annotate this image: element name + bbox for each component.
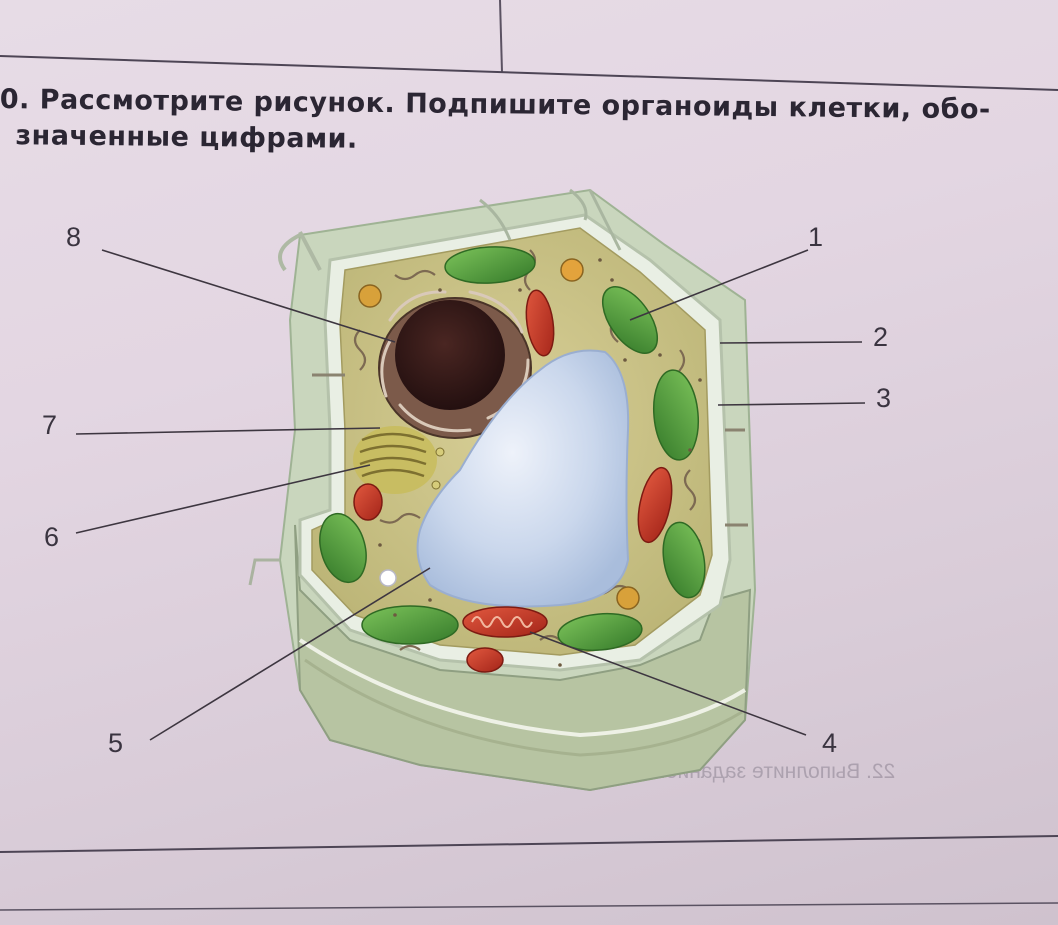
chloroplast [319, 512, 367, 584]
mitochondrion [525, 289, 555, 357]
leader-line-8 [101, 249, 396, 343]
label-7: 7 [42, 410, 58, 440]
nucleus [395, 300, 505, 410]
leader-line-1 [629, 249, 809, 321]
neighbor-wall-top [479, 188, 622, 251]
plasmodesmata [312, 373, 748, 527]
cell-wall-edge-1 [298, 638, 747, 738]
chloroplast [557, 612, 643, 652]
section-rule-lower [0, 902, 1058, 911]
golgi-apparatus [353, 426, 445, 494]
mitochondrion-cristae [462, 606, 548, 638]
chloroplast [652, 369, 700, 461]
label-5: 5 [108, 728, 124, 758]
label-4: 4 [822, 728, 838, 758]
leader-line-4 [529, 631, 807, 736]
section-rule-top [0, 55, 1058, 91]
cell-body-cut-face [294, 524, 752, 792]
label-2: 2 [873, 322, 889, 352]
label-3: 3 [876, 383, 892, 413]
neighbor-wall-left [248, 558, 280, 586]
mitochondrion [637, 466, 673, 544]
mitochondrion [466, 647, 504, 673]
mitochondria [353, 289, 673, 673]
section-rule-bottom [0, 835, 1058, 853]
chloroplast [444, 246, 536, 284]
central-vacuole [416, 349, 630, 608]
label-1: 1 [808, 222, 824, 252]
chloroplast [662, 521, 706, 599]
leader-line-6 [75, 464, 371, 534]
vesicles [358, 258, 640, 610]
mitochondrion [353, 483, 383, 521]
leader-line-2 [719, 341, 863, 344]
cell-wall-edge-2 [304, 658, 743, 757]
leader-line-7 [75, 427, 381, 435]
leader-lines [75, 249, 866, 741]
label-8: 8 [66, 222, 82, 252]
leader-line-3 [717, 402, 866, 406]
chloroplast [361, 605, 459, 645]
leader-line-5 [149, 567, 431, 741]
neighbor-wall-top-left [278, 231, 322, 272]
label-6: 6 [44, 522, 60, 552]
ribosomes [378, 258, 702, 667]
table-divider-vertical [499, 0, 503, 73]
